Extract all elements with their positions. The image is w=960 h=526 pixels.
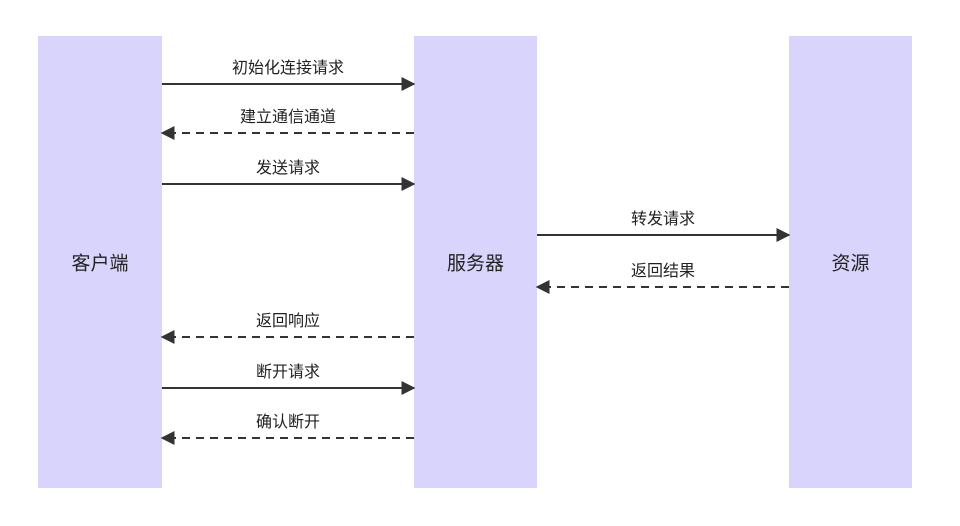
participant-server-label: 服务器 xyxy=(446,252,504,275)
message-label-5: 返回结果 xyxy=(630,261,696,280)
lane-resource: 资源 xyxy=(789,36,912,488)
message-label-1: 初始化连接请求 xyxy=(231,58,345,77)
message-label-2: 建立通信通道 xyxy=(239,107,337,126)
participant-client-label: 客户端 xyxy=(71,252,129,275)
message-label-4: 转发请求 xyxy=(630,209,696,228)
message-label-7: 断开请求 xyxy=(255,362,321,381)
lane-client: 客户端 xyxy=(38,36,162,488)
participant-resource-label: 资源 xyxy=(831,252,870,275)
message-label-3: 发送请求 xyxy=(255,158,321,177)
message-label-6: 返回响应 xyxy=(255,311,321,330)
message-label-8: 确认断开 xyxy=(255,412,321,431)
lane-server: 服务器 xyxy=(414,36,537,488)
